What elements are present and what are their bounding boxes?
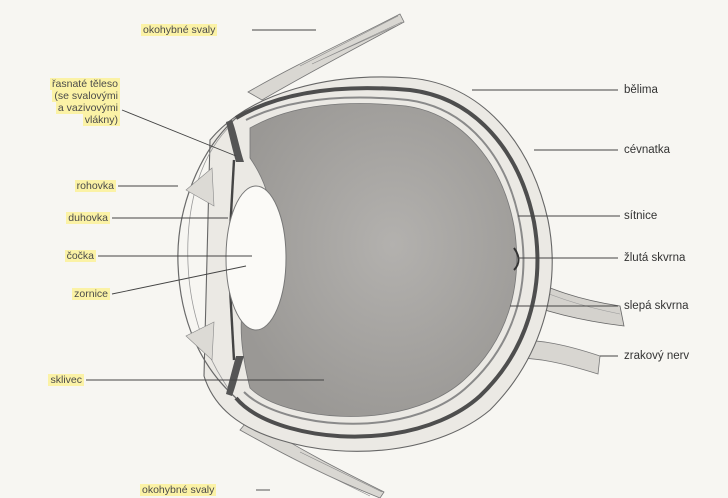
label-blind-spot-text: slepá skvrna [624,300,689,312]
label-muscles-top: okohybné svaly [141,24,217,36]
ciliary-line-2: (se svalovými [52,90,120,102]
label-muscles-bottom-text: okohybné svaly [140,484,216,496]
label-zonule: zornice [10,288,110,300]
label-cornea-text: rohovka [75,180,116,192]
label-sclera-text: bělima [624,84,658,96]
label-optic-nerve: zrakový nerv [624,350,689,362]
ciliary-line-4: vlákny) [83,114,120,126]
label-iris-text: duhovka [66,212,110,224]
label-choroid: cévnatka [624,144,670,156]
label-retina: sítnice [624,210,657,222]
label-zonule-text: zornice [72,288,110,300]
label-lens-text: čočka [65,250,96,262]
label-muscles-top-text: okohybné svaly [141,24,217,36]
label-ciliary-body: řasnaté těleso (se svalovými a vazivovým… [8,78,120,126]
label-muscles-bottom: okohybné svaly [140,484,216,496]
label-blind-spot: slepá skvrna [624,300,689,312]
ciliary-line-3: a vazivovými [56,102,120,114]
lens [226,186,286,330]
label-sclera: bělima [624,84,658,96]
label-iris: duhovka [10,212,110,224]
ciliary-line-1: řasnaté těleso [50,78,120,90]
label-lens: čočka [10,250,96,262]
label-choroid-text: cévnatka [624,144,670,156]
label-macula-text: žlutá skvrna [624,252,685,264]
label-vitreous-text: sklivec [48,374,84,386]
label-optic-nerve-text: zrakový nerv [624,350,689,362]
label-retina-text: sítnice [624,210,657,222]
label-vitreous: sklivec [10,374,84,386]
label-macula: žlutá skvrna [624,252,685,264]
label-cornea: rohovka [10,180,116,192]
